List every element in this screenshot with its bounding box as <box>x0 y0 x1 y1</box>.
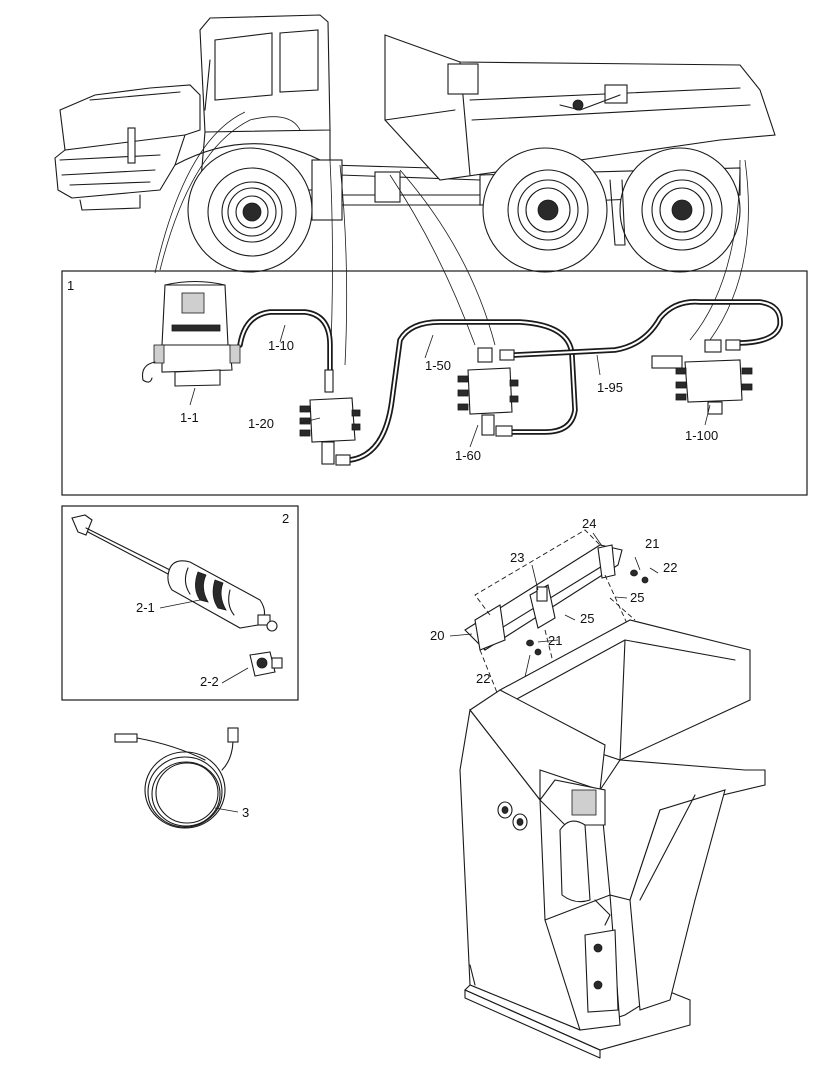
divider-valve-3 <box>651 339 753 415</box>
front-wheel <box>187 147 313 273</box>
label-1-60: 1-60 <box>455 448 481 463</box>
label-22-upper: 22 <box>663 560 677 575</box>
group-1-label: 1 <box>67 278 74 293</box>
coiled-cable <box>114 727 239 829</box>
machine-frame-housing <box>459 619 766 1059</box>
group-2-frame <box>61 505 299 701</box>
label-3: 3 <box>242 805 249 820</box>
leader-2-2 <box>221 667 249 684</box>
group-1-frame <box>61 270 808 496</box>
label-1-100: 1-100 <box>685 428 718 443</box>
bracket-leaders <box>449 532 659 678</box>
label-2-1: 2-1 <box>136 600 155 615</box>
dump-truck-illustration <box>54 14 776 273</box>
label-1-95: 1-95 <box>597 380 623 395</box>
rear-wheel-2 <box>619 147 741 273</box>
rear-wheel-1 <box>482 147 608 273</box>
label-1-50: 1-50 <box>425 358 451 373</box>
leader-3 <box>214 807 239 813</box>
group-1-leaders <box>189 324 711 448</box>
label-1-1: 1-1 <box>180 410 199 425</box>
group-2-label: 2 <box>282 511 289 526</box>
divider-valve-1 <box>299 369 361 466</box>
label-21-upper: 21 <box>645 536 659 551</box>
label-1-10: 1-10 <box>268 338 294 353</box>
mounting-bracket <box>464 529 649 701</box>
grease-gun <box>71 514 278 632</box>
label-23: 23 <box>510 550 524 565</box>
lubrication-hoses <box>237 299 783 463</box>
label-21-lower: 21 <box>548 633 562 648</box>
label-25-upper: 25 <box>630 590 644 605</box>
label-20: 20 <box>430 628 444 643</box>
grease-coupler <box>249 651 283 677</box>
divider-valve-2 <box>457 347 519 437</box>
label-25-lower: 25 <box>580 611 594 626</box>
label-24: 24 <box>582 516 596 531</box>
lubrication-pump <box>141 280 241 387</box>
label-22-lower: 22 <box>476 671 490 686</box>
leader-2-1 <box>159 599 201 609</box>
label-1-20: 1-20 <box>248 416 274 431</box>
label-2-2: 2-2 <box>200 674 219 689</box>
